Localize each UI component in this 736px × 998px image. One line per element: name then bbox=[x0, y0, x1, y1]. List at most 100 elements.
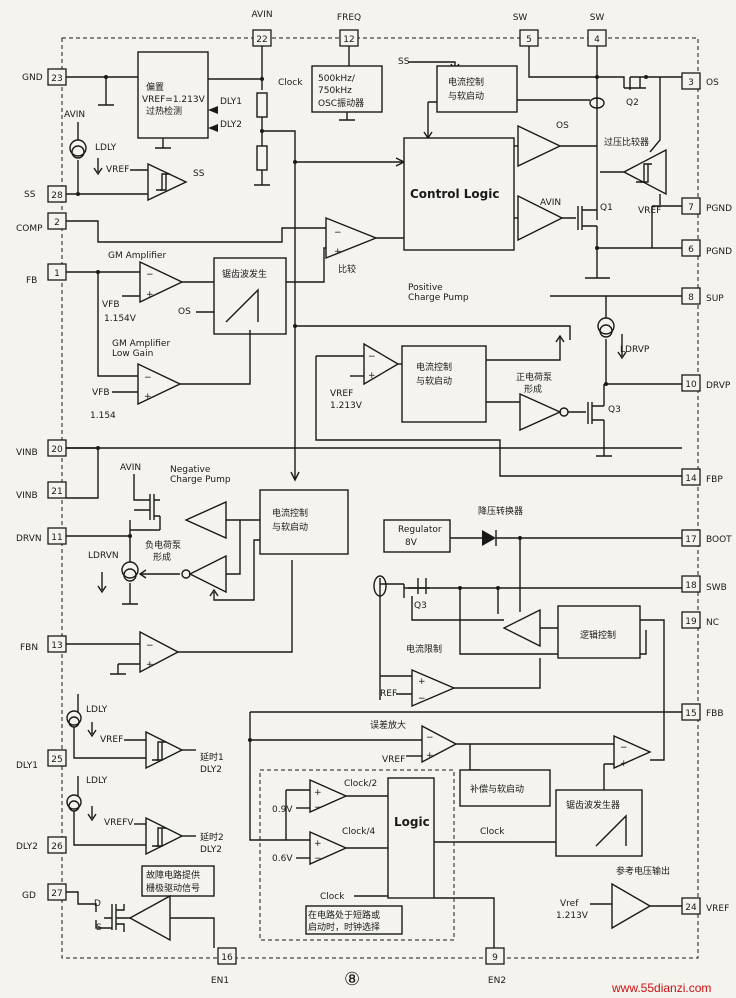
svg-text:+: + bbox=[314, 839, 322, 849]
svg-text:电流限制: 电流限制 bbox=[406, 643, 442, 655]
pin-22-avin: AVIN 22 bbox=[251, 10, 273, 47]
svg-text:Charge Pump: Charge Pump bbox=[170, 475, 231, 485]
svg-text:正电荷泵: 正电荷泵 bbox=[516, 371, 552, 383]
error-amplifier bbox=[421, 724, 458, 764]
svg-text:FB: FB bbox=[26, 276, 37, 286]
os-amplifier bbox=[517, 124, 562, 168]
svg-text:19: 19 bbox=[685, 617, 697, 627]
svg-text:电流控制: 电流控制 bbox=[416, 361, 452, 373]
svg-text:VFB: VFB bbox=[92, 388, 110, 398]
svg-text:−: − bbox=[144, 373, 152, 383]
pin-24-vref: 24 VREF bbox=[681, 897, 729, 915]
svg-text:VREF: VREF bbox=[382, 755, 405, 765]
svg-text:+: + bbox=[334, 247, 342, 257]
svg-text:FBP: FBP bbox=[706, 475, 723, 485]
svg-text:5: 5 bbox=[526, 35, 532, 45]
svg-text:7: 7 bbox=[688, 203, 694, 213]
svg-text:延时1: 延时1 bbox=[200, 751, 224, 763]
svg-text:Regulator: Regulator bbox=[398, 525, 442, 535]
svg-text:VFB: VFB bbox=[102, 300, 120, 310]
svg-text:锯齿波发生: 锯齿波发生 bbox=[222, 268, 267, 280]
svg-text:0.9V: 0.9V bbox=[272, 805, 293, 815]
pin-19-nc: 19 NC bbox=[681, 611, 719, 629]
svg-text:COMP: COMP bbox=[16, 224, 43, 234]
svg-text:−: − bbox=[418, 694, 426, 704]
pwm-comparator bbox=[613, 734, 652, 770]
svg-text:+: + bbox=[426, 751, 434, 761]
pin-10-drvp: 10 DRVP bbox=[681, 374, 731, 392]
svg-text:负电荷泵: 负电荷泵 bbox=[145, 539, 181, 551]
pin-23-gnd: GND 23 bbox=[22, 68, 67, 86]
svg-text:EN2: EN2 bbox=[488, 976, 506, 986]
compare-block bbox=[325, 216, 378, 260]
svg-text:SS: SS bbox=[193, 169, 205, 179]
svg-text:降压转换器: 降压转换器 bbox=[478, 505, 523, 517]
svg-text:+: + bbox=[144, 392, 152, 402]
svg-text:−: − bbox=[314, 854, 322, 864]
svg-text:LDRVN: LDRVN bbox=[88, 551, 119, 561]
page-number: ⑧ bbox=[344, 969, 360, 990]
svg-text:Q3: Q3 bbox=[608, 405, 621, 415]
pin-20-vinb: VINB 20 bbox=[16, 439, 67, 458]
svg-text:+: + bbox=[620, 759, 628, 769]
pin-5-sw: SW 5 bbox=[513, 13, 539, 47]
svg-text:−: − bbox=[620, 743, 628, 753]
svg-text:OS: OS bbox=[706, 78, 719, 88]
oscillator-block bbox=[311, 65, 383, 113]
chip-outline bbox=[61, 37, 699, 959]
svg-text:DLY1: DLY1 bbox=[220, 97, 242, 107]
gm-amplifier bbox=[139, 260, 184, 304]
svg-text:LDLY: LDLY bbox=[86, 705, 108, 715]
svg-text:LDLY: LDLY bbox=[86, 776, 108, 786]
svg-text:过压比较器: 过压比较器 bbox=[604, 136, 649, 148]
svg-text:比较: 比较 bbox=[338, 263, 356, 275]
neg-pump-driver-2 bbox=[188, 554, 227, 594]
svg-text:LDRVP: LDRVP bbox=[620, 345, 650, 355]
svg-text:DRVN: DRVN bbox=[16, 534, 42, 544]
delay1-comparator bbox=[145, 730, 184, 770]
pin-28-ss: SS 28 bbox=[24, 185, 67, 203]
svg-text:VREF: VREF bbox=[638, 206, 661, 216]
svg-text:参考电压输出: 参考电压输出 bbox=[616, 865, 670, 877]
svg-text:25: 25 bbox=[51, 755, 62, 765]
svg-text:6: 6 bbox=[688, 245, 694, 255]
svg-text:GND: GND bbox=[22, 73, 43, 83]
svg-text:AVIN: AVIN bbox=[251, 10, 272, 20]
svg-text:VREFV: VREFV bbox=[104, 818, 134, 828]
svg-text:SW: SW bbox=[513, 13, 528, 23]
pin-4-sw: SW 4 bbox=[587, 13, 607, 47]
svg-text:15: 15 bbox=[685, 709, 696, 719]
buck-driver bbox=[502, 608, 541, 648]
compensation-softstart bbox=[459, 769, 551, 807]
resistor-2 bbox=[256, 145, 268, 171]
svg-text:电流控制: 电流控制 bbox=[448, 76, 484, 88]
svg-text:与软启动: 与软启动 bbox=[448, 90, 484, 102]
svg-text:延时2: 延时2 bbox=[200, 831, 224, 843]
ss-comparator bbox=[147, 162, 188, 202]
svg-text:−: − bbox=[426, 733, 434, 743]
svg-text:DLY2: DLY2 bbox=[200, 765, 222, 775]
svg-text:AVIN: AVIN bbox=[540, 198, 561, 208]
svg-text:+: + bbox=[368, 371, 376, 381]
svg-text:−: − bbox=[146, 641, 154, 651]
clock-select-note bbox=[305, 905, 403, 935]
pin-3-os: 3 OS bbox=[681, 72, 719, 90]
ovp-comparator bbox=[622, 148, 667, 196]
svg-text:D: D bbox=[94, 899, 101, 909]
svg-text:OS: OS bbox=[178, 307, 191, 317]
logic-block bbox=[387, 777, 435, 899]
svg-text:VINB: VINB bbox=[16, 448, 38, 458]
svg-text:Clock/4: Clock/4 bbox=[342, 827, 375, 837]
pin-7-pgnd: 7 PGND bbox=[681, 197, 732, 215]
svg-text:+: + bbox=[146, 290, 154, 300]
svg-text:DLY2: DLY2 bbox=[16, 842, 38, 852]
svg-text:FREQ: FREQ bbox=[337, 13, 361, 23]
pin-2-comp: COMP 2 bbox=[16, 212, 67, 234]
svg-text:逻辑控制: 逻辑控制 bbox=[580, 629, 616, 641]
svg-text:22: 22 bbox=[256, 35, 267, 45]
svg-text:10: 10 bbox=[685, 380, 697, 390]
svg-text:Vref: Vref bbox=[560, 899, 579, 909]
svg-text:AVIN: AVIN bbox=[120, 463, 141, 473]
svg-text:SS: SS bbox=[398, 57, 410, 67]
